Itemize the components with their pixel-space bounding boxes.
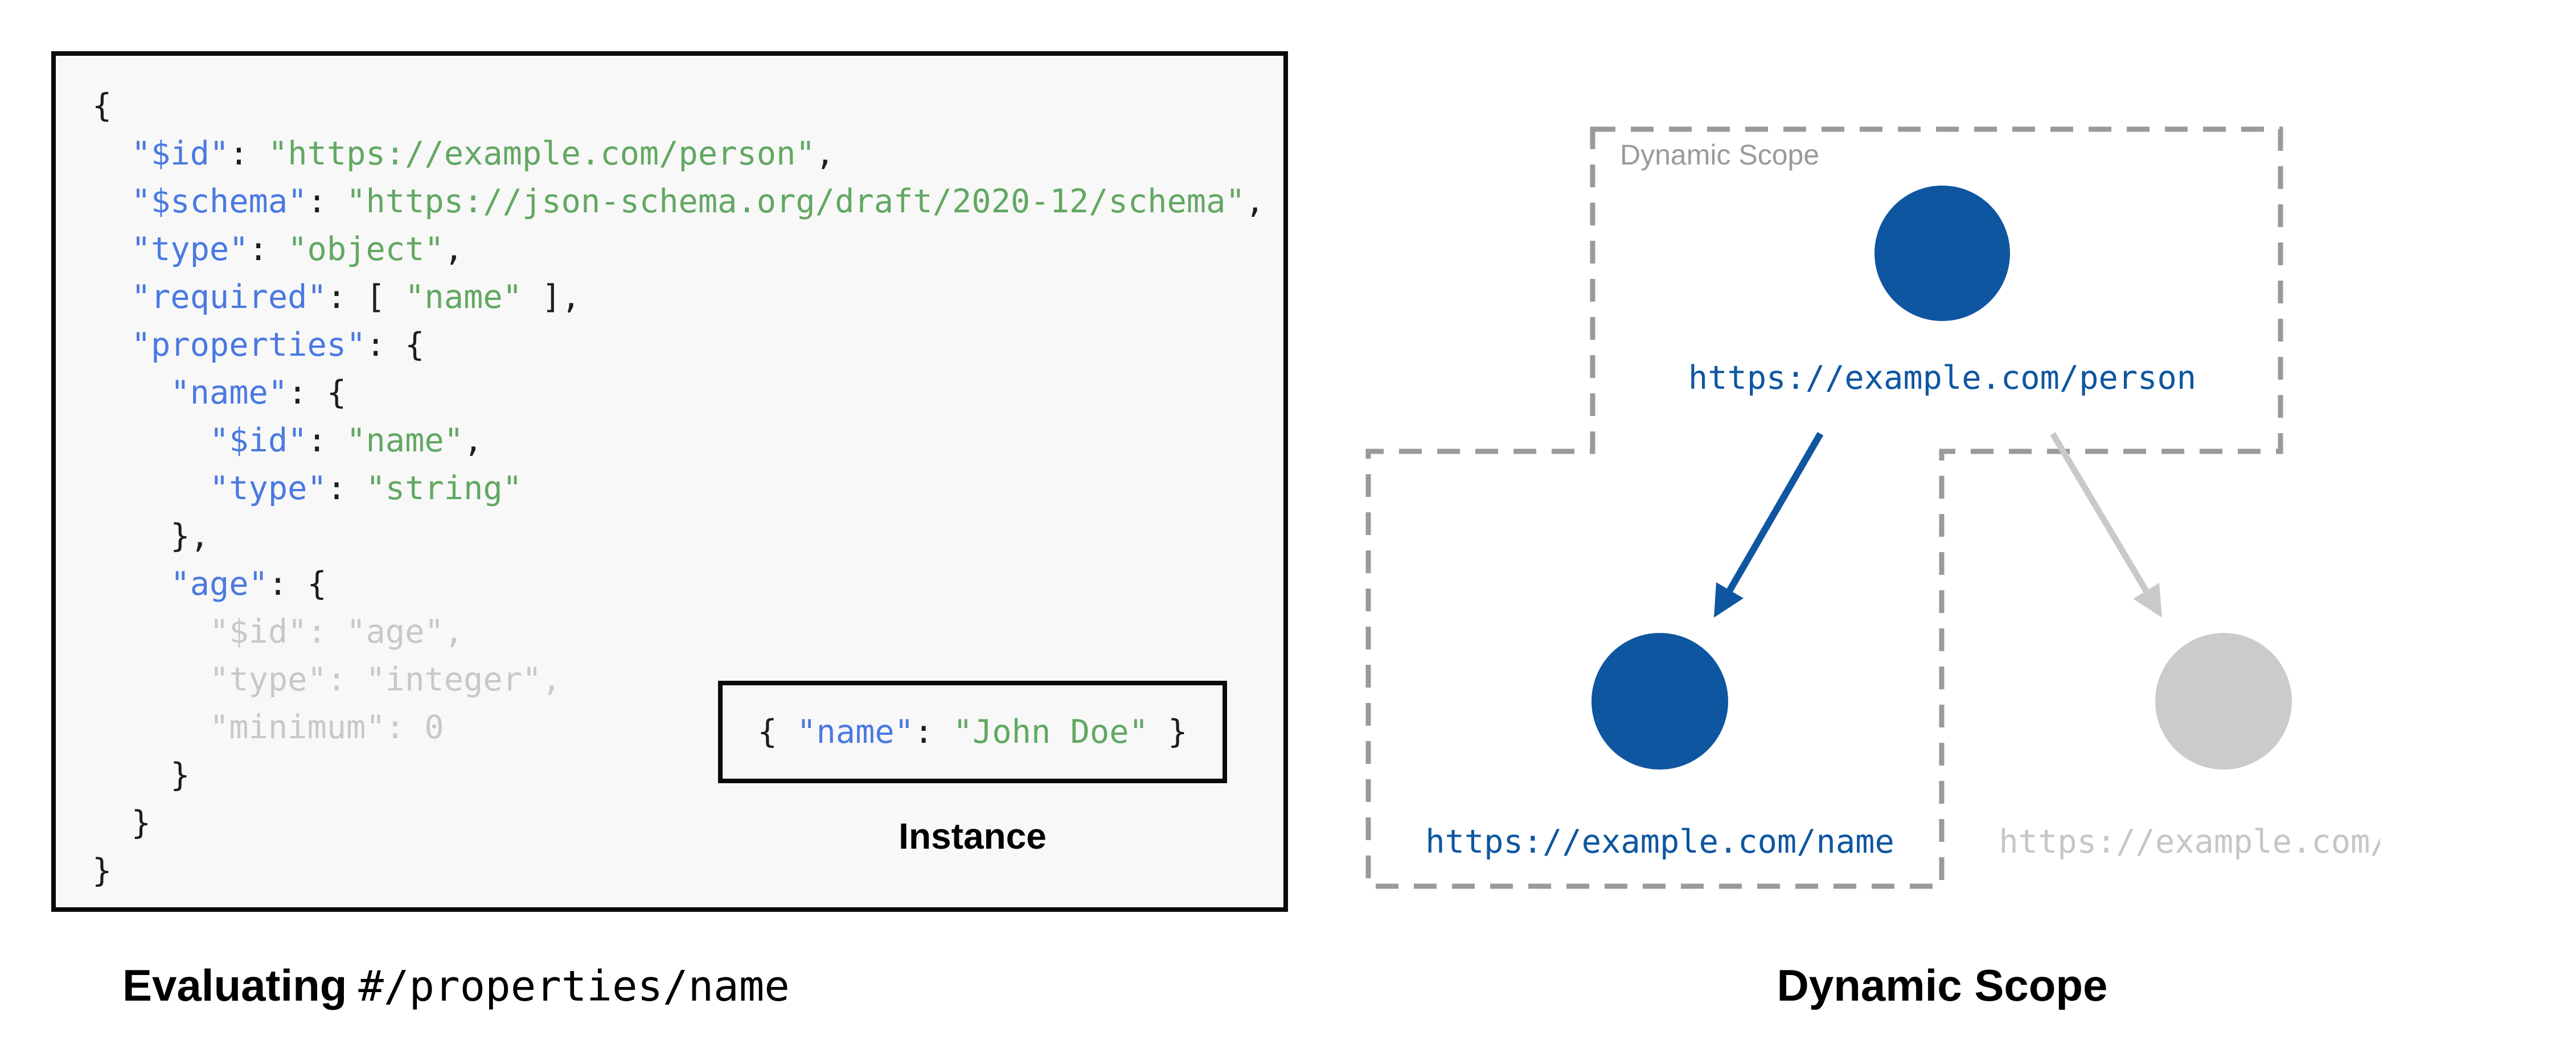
code-token: : [ — [326, 278, 405, 316]
code-token: "type" — [209, 661, 327, 698]
code-token: "https://example.com/person" — [268, 135, 815, 172]
code-token — [92, 183, 132, 220]
code-token — [92, 661, 210, 698]
code-token: "$schema" — [131, 183, 307, 220]
code-line: } — [92, 799, 1278, 847]
dynamic-scope-outline — [1365, 126, 2283, 889]
schema-code-block: { "$id": "https://example.com/person", "… — [51, 51, 1288, 912]
code-token: , — [444, 613, 464, 651]
reference-arrow-age — [2050, 432, 2162, 618]
reference-arrow-name — [1714, 431, 1824, 618]
code-token: "type" — [131, 231, 249, 268]
code-token: "integer" — [366, 661, 542, 698]
code-line: "properties": { — [92, 321, 1278, 369]
code-token: "$id" — [209, 613, 307, 651]
code-token: "https://json-schema.org/draft/2020-12/s… — [346, 183, 1245, 220]
code-token: : — [229, 135, 268, 172]
code-token: : { — [366, 326, 425, 364]
code-token: "name" — [346, 422, 464, 459]
code-token: "$id" — [131, 135, 229, 172]
schema-node-age-url: https://example.com/age — [1999, 823, 2380, 861]
code-line: { — [92, 82, 1278, 130]
schema-caption-bold: Evaluating — [122, 960, 347, 1010]
code-line: } — [92, 751, 1278, 799]
code-token: : — [326, 470, 366, 507]
code-token: 0 — [424, 709, 444, 746]
code-line: "required": [ "name" ], — [92, 273, 1278, 321]
code-token: "$id" — [209, 422, 307, 459]
code-token: } — [1148, 713, 1188, 751]
schema-code: { "$id": "https://example.com/person", "… — [92, 82, 1278, 902]
code-token: "name" — [170, 374, 288, 412]
schema-caption: Evaluating#/properties/name — [122, 960, 790, 1011]
code-token: { — [92, 87, 112, 125]
code-token: } — [92, 852, 112, 890]
code-line: "$id": "age", — [92, 608, 1278, 656]
code-token: : { — [268, 565, 327, 603]
code-token: "type" — [209, 470, 327, 507]
code-token: ], — [522, 278, 581, 316]
code-token: : — [914, 713, 953, 751]
code-token: , — [815, 135, 835, 172]
code-line: "minimum": 0 — [92, 704, 1278, 751]
code-token: , — [542, 661, 561, 698]
code-token: , — [1245, 183, 1265, 220]
code-token — [92, 709, 210, 746]
code-token: "object" — [288, 231, 444, 268]
code-line: "age": { — [92, 560, 1278, 608]
code-token: : — [307, 422, 347, 459]
code-token: : — [307, 183, 347, 220]
code-token: "required" — [131, 278, 327, 316]
schema-node-person-url: https://example.com/person — [1688, 359, 2196, 397]
code-token: : { — [288, 374, 347, 412]
code-token — [92, 422, 210, 459]
code-token — [92, 326, 132, 364]
code-token — [92, 613, 210, 651]
code-line: "type": "string" — [92, 464, 1278, 512]
code-token: } — [92, 804, 151, 842]
instance-label: Instance — [899, 816, 1047, 857]
schema-node-name-url: https://example.com/name — [1425, 823, 1894, 861]
schema-node-age-circle — [2155, 633, 2292, 770]
code-token — [92, 135, 132, 172]
schema-node-name-circle — [1591, 633, 1728, 770]
dynamic-scope-label: Dynamic Scope — [1620, 139, 1819, 171]
code-token: "John Doe" — [953, 713, 1148, 751]
code-line: "type": "integer", — [92, 656, 1278, 704]
diagram-caption: Dynamic Scope — [1777, 960, 2108, 1010]
code-token: : — [326, 661, 366, 698]
dynamic-scope-diagram: Dynamic Scope https://example.com/person… — [1365, 126, 2380, 889]
code-token — [92, 470, 210, 507]
code-line: }, — [92, 512, 1278, 560]
schema-node-person-circle — [1874, 186, 2010, 321]
code-token: , — [463, 422, 483, 459]
schema-caption-pointer: #/properties/name — [358, 962, 790, 1011]
instance-code: { "name": "John Doe" } — [758, 713, 1188, 751]
code-token: } — [92, 756, 190, 794]
code-token: "properties" — [131, 326, 366, 364]
code-token: "string" — [366, 470, 522, 507]
code-token: { — [757, 713, 797, 751]
code-token: , — [444, 231, 464, 268]
instance-box: { "name": "John Doe" } — [718, 681, 1227, 783]
code-token: : — [307, 613, 347, 651]
code-token: : — [385, 709, 425, 746]
code-token: "age" — [170, 565, 268, 603]
code-line: } — [92, 847, 1278, 895]
code-token: "minimum" — [209, 709, 385, 746]
code-token: : — [248, 231, 288, 268]
code-token: "age" — [346, 613, 444, 651]
code-line: "$schema": "https://json-schema.org/draf… — [92, 178, 1278, 225]
code-token: }, — [92, 517, 210, 555]
code-line: "type": "object", — [92, 225, 1278, 273]
code-token — [92, 231, 132, 268]
code-token — [92, 278, 132, 316]
code-token — [92, 374, 170, 412]
code-token — [92, 565, 170, 603]
code-token: "name" — [405, 278, 522, 316]
code-line: "$id": "name", — [92, 417, 1278, 464]
code-line: "$id": "https://example.com/person", — [92, 130, 1278, 178]
code-token: "name" — [797, 713, 914, 751]
code-line: "name": { — [92, 369, 1278, 417]
